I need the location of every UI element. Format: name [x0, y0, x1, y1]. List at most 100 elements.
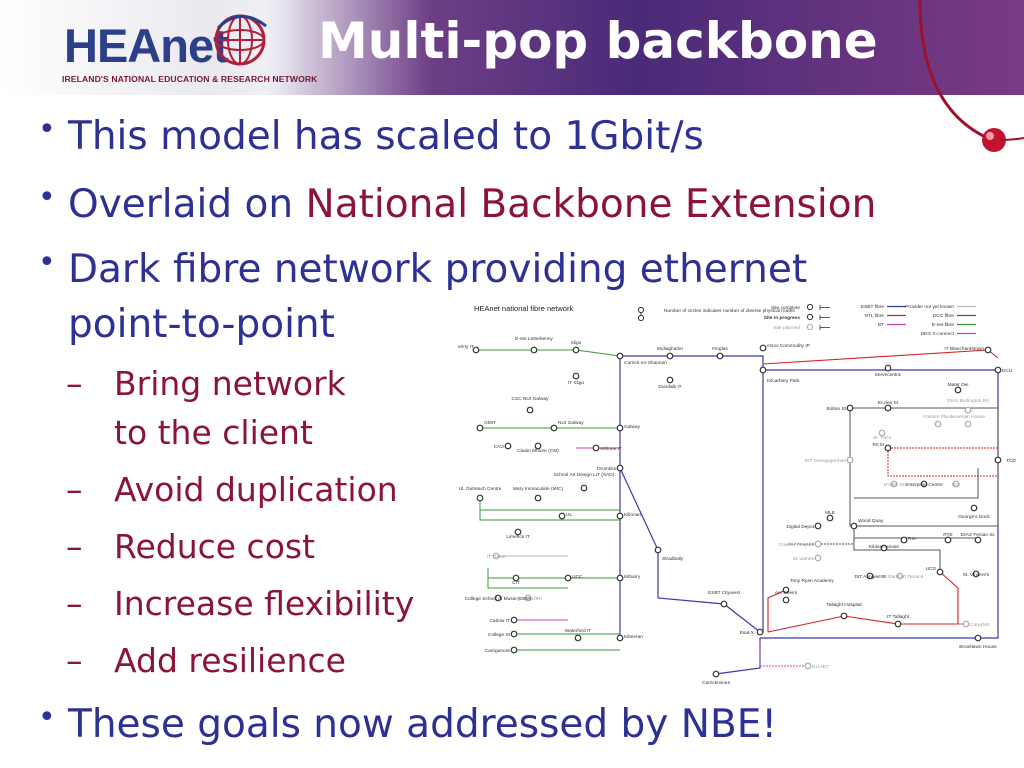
site-label: Carrick-on-Shannon [624, 360, 667, 366]
site-node [716, 352, 724, 360]
legend-status-node [806, 323, 814, 331]
bullet-continuation: point-to-point [68, 302, 335, 347]
bullet-dot-icon: • [38, 112, 56, 147]
site-label: D'Olier St [884, 482, 905, 488]
bullet-item: • Dark fibre network providing ethernet [38, 245, 808, 292]
site-node [654, 546, 662, 554]
site-node [884, 364, 892, 372]
site-node [759, 366, 767, 374]
site-label: Digital Depot [787, 524, 815, 530]
fibre-link [850, 407, 999, 460]
site-node [534, 442, 542, 450]
site-node [880, 544, 888, 552]
site-label: St. Pat's [873, 435, 891, 441]
bullet-dot-icon: • [38, 245, 56, 280]
map-title: HEAnet national fibre network [474, 304, 573, 313]
site-label: UCD [926, 566, 937, 572]
site-label: Fosters Place [923, 414, 953, 420]
site-label: School Art Design LIT (SAD) [554, 472, 615, 478]
globe-logo-icon [214, 14, 267, 66]
site-label: RIA [908, 536, 917, 542]
site-label: Dundalk IT [658, 384, 681, 390]
site-label: Kilteeran [624, 634, 643, 640]
site-node [884, 404, 892, 412]
site-label: Limerick IT [506, 534, 530, 540]
site-node [814, 522, 822, 530]
site-node [476, 494, 484, 502]
legend-line-label: NTL fibre [864, 313, 884, 319]
site-node [564, 574, 572, 582]
site-label: Athlone IT [600, 446, 622, 452]
site-label: Brooklawn House [959, 644, 997, 650]
site-node [866, 572, 874, 580]
site-node [954, 386, 962, 394]
site-node [720, 600, 728, 608]
site-node [472, 346, 480, 354]
site-node [666, 376, 674, 384]
site-label: MLE [825, 510, 835, 516]
site-label: NUI Galway [558, 420, 584, 426]
site-label: Esat-X [740, 630, 755, 636]
site-node [964, 406, 972, 414]
site-label: Mater Dei [948, 382, 969, 388]
site-node [510, 646, 518, 654]
site-node [616, 424, 624, 432]
site-label: DCU [1002, 368, 1013, 374]
site-node [894, 620, 902, 628]
site-node [782, 596, 790, 604]
heanet-logo-tagline: IRELAND'S NATIONAL EDUCATION & RESEARCH … [62, 74, 318, 84]
site-label: DLIADT [812, 664, 829, 670]
site-node [884, 444, 892, 452]
bullet-text: These goals now addressed by NBE! [68, 702, 777, 747]
dash-icon: – [66, 470, 83, 509]
dash-icon: – [66, 527, 83, 566]
site-label: UCC [572, 574, 583, 580]
site-label: DIAS Burlington Rd [947, 398, 989, 404]
fibre-link [854, 468, 999, 527]
site-label: TCD [1006, 458, 1016, 464]
site-node [666, 352, 674, 360]
legend-status-label: Site complete [771, 305, 800, 311]
sub-bullet-item: – Increase flexibility [66, 584, 414, 623]
site-label: Enterprise Centre [905, 482, 943, 488]
site-label: Carlow IT [489, 618, 510, 624]
site-node [580, 484, 588, 492]
site-node [846, 456, 854, 464]
legend-status-node [806, 313, 814, 321]
site-label: RCSI [873, 442, 884, 448]
site-node [934, 420, 942, 428]
site-label: Servecentric [875, 372, 902, 378]
site-label: Kildare House [869, 544, 899, 550]
site-node [558, 512, 566, 520]
bullet-text: Dark fibre network providing ethernet [68, 247, 808, 292]
site-node [616, 574, 624, 582]
sub-bullet-item: – Reduce cost [66, 527, 315, 566]
site-node [896, 572, 904, 580]
site-label: Waterford IT [565, 628, 592, 634]
site-label: Arc Cheim [775, 590, 797, 596]
site-node [592, 444, 600, 452]
site-label: GMIT [484, 420, 496, 426]
site-node [616, 512, 624, 520]
site-node [846, 404, 854, 412]
fibre-link [759, 642, 808, 667]
fibre-network-map: HEAnet national fibre network Number of … [458, 298, 1024, 693]
bullet-item: • Overlaid on National Backbone Extensio… [38, 180, 876, 227]
site-label: Carysfort [970, 622, 990, 628]
site-label: UCD Earlsfort Terrace [877, 574, 924, 580]
site-label: Newman House [951, 414, 985, 420]
legend-line-label: DCC fibre [933, 313, 954, 319]
sub-bullet-text: Bring network [114, 364, 346, 403]
site-node [550, 424, 558, 432]
legend-line-label: DEG X-connect [921, 331, 955, 337]
site-node [972, 570, 980, 578]
legend-line-label: E-net fibre [932, 322, 954, 328]
map-nodes [472, 344, 1002, 678]
site-label: IT Sligo [568, 380, 585, 386]
dash-icon: – [66, 364, 83, 403]
site-node [814, 554, 822, 562]
site-label: Wood Quay [858, 518, 884, 524]
header-banner [0, 0, 1024, 95]
site-node [616, 634, 624, 642]
